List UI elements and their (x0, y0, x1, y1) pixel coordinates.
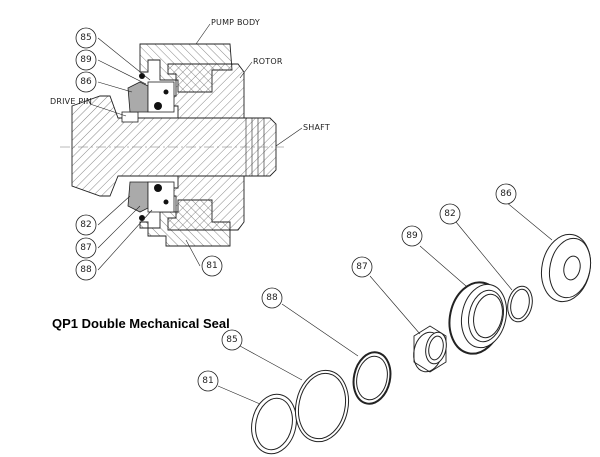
balloon-85-section: 85 (80, 33, 91, 43)
seal-housing-lower (147, 181, 175, 213)
rotor-label: ROTOR (253, 57, 283, 66)
balloon-87-exploded: 87 (356, 262, 367, 272)
balloon-88-section: 88 (80, 265, 92, 275)
o-ring-upper-b (154, 102, 162, 110)
pump-body-label: PUMP BODY (211, 18, 260, 27)
cross-section (60, 43, 284, 247)
balloon-82-exploded: 82 (444, 209, 455, 219)
balloon-81-section: 81 (206, 261, 217, 271)
exploded-view: 86 82 89 87 88 85 81 (197, 183, 592, 455)
drive-pin-label: DRIVE PIN (50, 97, 92, 106)
drive-pin (121, 111, 139, 123)
shaft-label: SHAFT (303, 123, 330, 132)
balloon-87-section: 87 (80, 243, 91, 253)
section-callouts: PUMP BODY ROTOR DRIVE PIN SHAFT 85 89 86… (50, 18, 330, 281)
o-ring-lower-b (154, 184, 162, 192)
part-82-ring (507, 285, 533, 323)
diagram-title: QP1 Double Mechanical Seal (52, 316, 230, 331)
balloon-81-exploded: 81 (202, 376, 213, 386)
part-88-ring (352, 351, 392, 405)
o-ring-lower-c (163, 199, 169, 205)
part-89-housing (448, 281, 508, 355)
balloon-85-exploded: 85 (226, 335, 237, 345)
balloon-86-section: 86 (80, 77, 92, 87)
o-ring-lower-a (139, 215, 145, 221)
seal-face-upper (127, 81, 149, 113)
balloon-89-section: 89 (80, 55, 92, 65)
balloon-89-exploded: 89 (406, 231, 418, 241)
part-85-ring (294, 369, 350, 443)
part-81-ring (251, 393, 297, 455)
part-86-face (540, 233, 592, 303)
o-ring-upper-c (163, 89, 169, 95)
seal-face-lower (127, 181, 149, 213)
balloon-88-exploded: 88 (266, 293, 278, 303)
part-87-insert (413, 325, 447, 373)
balloon-86-exploded: 86 (500, 189, 512, 199)
balloon-82-section: 82 (80, 220, 91, 230)
